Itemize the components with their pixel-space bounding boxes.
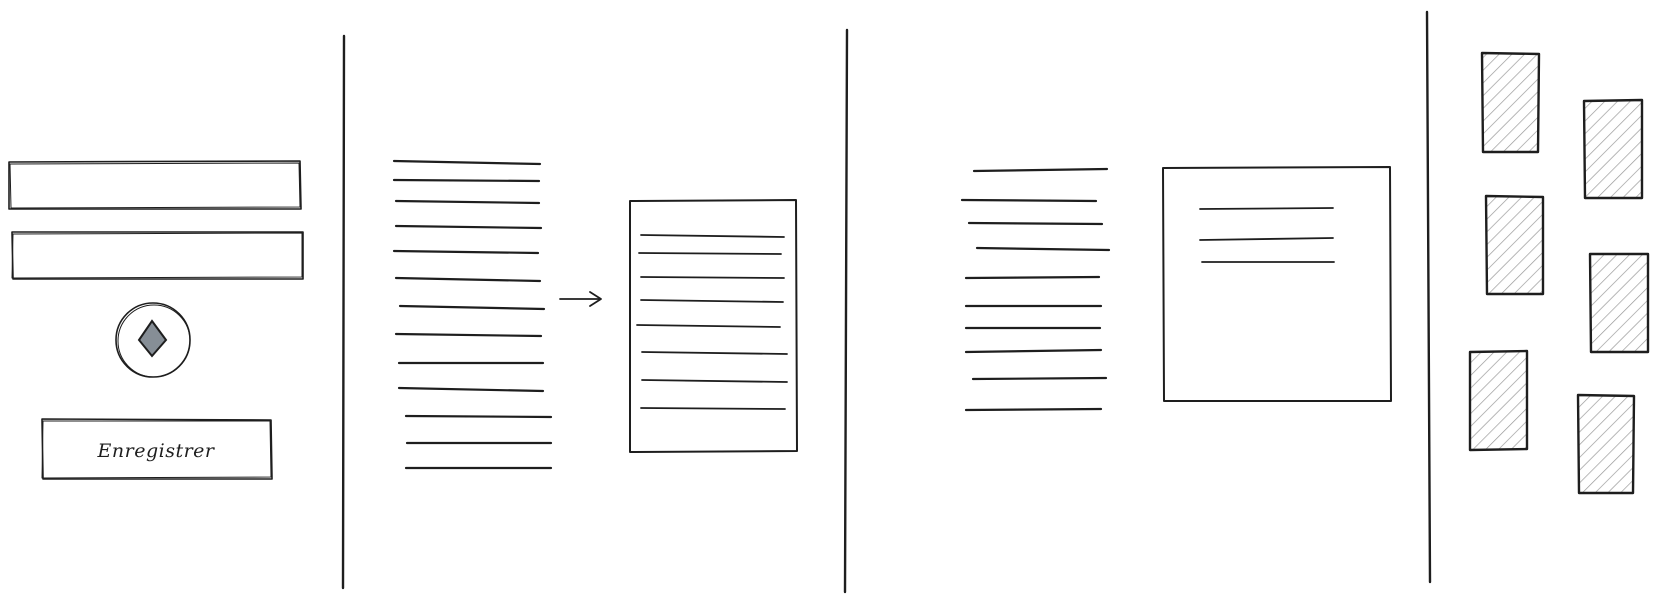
content-card [629, 199, 798, 453]
submit-button[interactable]: Enregistrer [41, 418, 273, 480]
list-to-card-panel [392, 159, 798, 470]
diamond-icon-button[interactable] [115, 302, 191, 378]
detail-box [1162, 166, 1392, 402]
divider-2 [843, 28, 849, 594]
text-field-1[interactable] [8, 160, 302, 210]
text-lines [392, 159, 553, 470]
tile [1480, 51, 1541, 154]
tile [1576, 393, 1636, 495]
submit-button-label: Enregistrer [97, 440, 216, 462]
form-panel: Enregistrer [8, 160, 304, 480]
tile [1588, 252, 1650, 354]
text-lines [960, 167, 1111, 412]
tile [1582, 98, 1644, 200]
diamond-icon [137, 319, 168, 358]
tile [1468, 349, 1529, 452]
divider-1 [341, 34, 346, 590]
tile [1484, 194, 1545, 296]
text-field-2[interactable] [11, 231, 304, 280]
arrow-icon [559, 291, 602, 307]
tiles-panel [1468, 51, 1650, 495]
divider-3 [1425, 10, 1432, 584]
list-detail-panel [960, 166, 1392, 412]
